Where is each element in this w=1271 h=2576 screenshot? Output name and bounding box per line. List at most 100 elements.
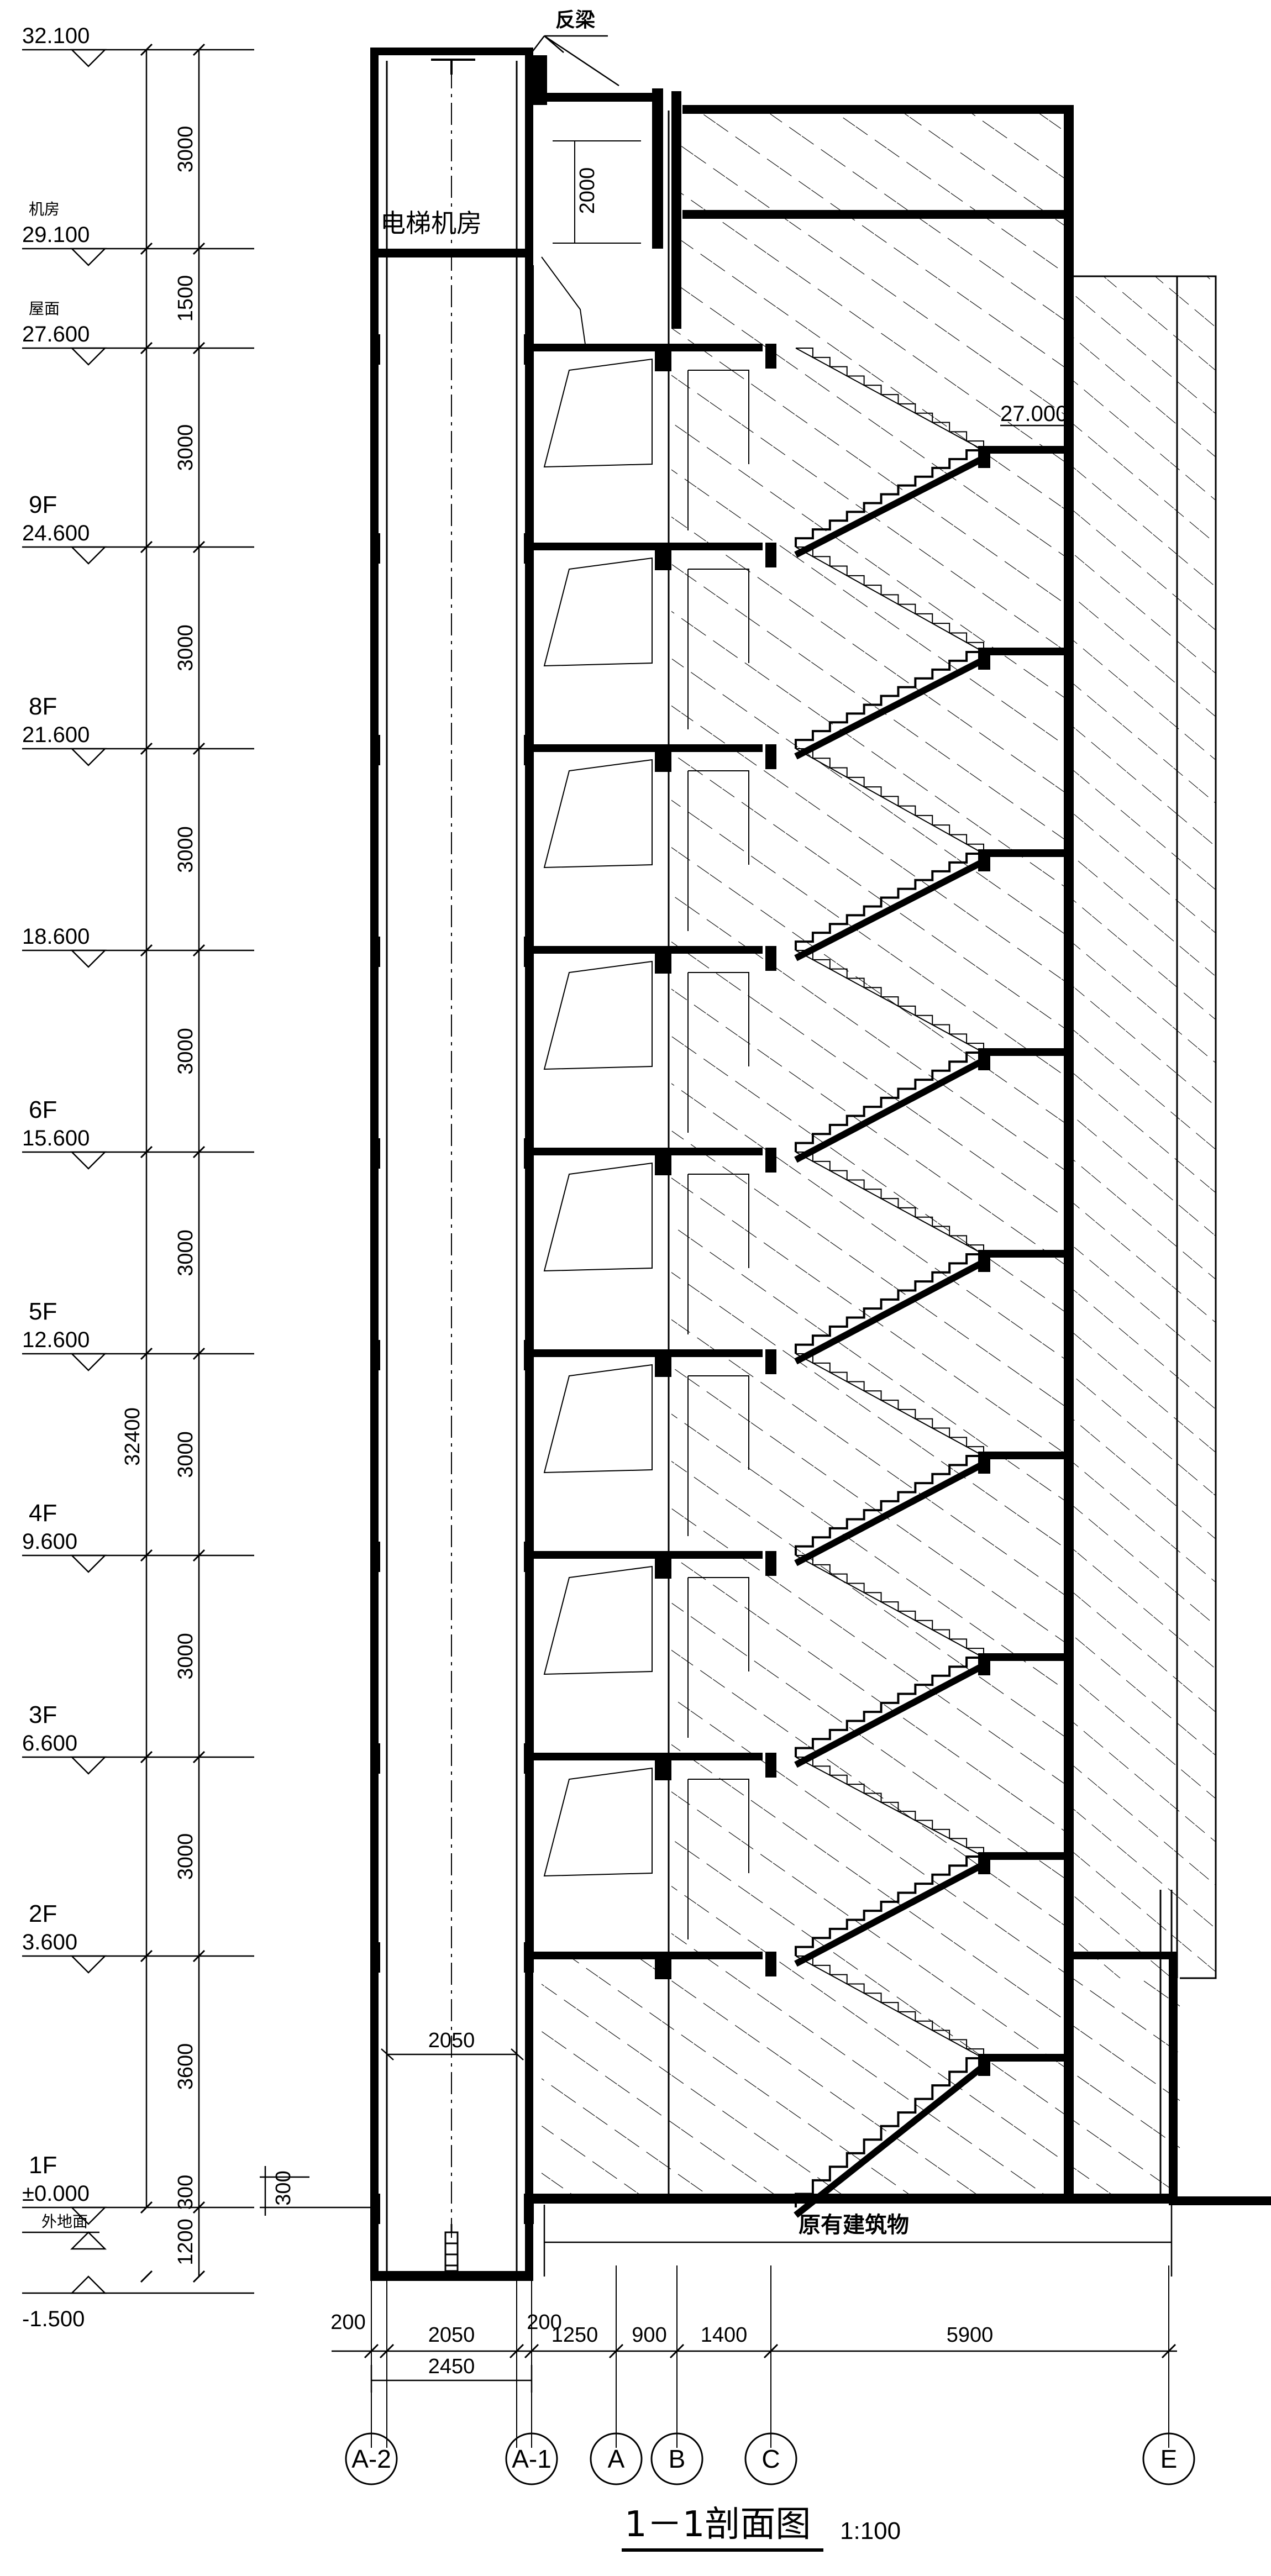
axis-label: C (761, 2444, 780, 2473)
horizontal-dim-text: 900 (632, 2323, 666, 2347)
stair-flight (794, 1152, 985, 1365)
floor-slab (525, 1952, 776, 1979)
level-mark: 32.100 (22, 24, 254, 67)
level-name: 9F (29, 491, 57, 518)
vertical-dim-text: 3000 (174, 1028, 197, 1075)
horizontal-dim-text: 1400 (701, 2323, 748, 2347)
corridor-sketch (541, 256, 749, 1939)
horizontal-dim-text: 5900 (947, 2323, 994, 2347)
floor-slab (525, 344, 776, 371)
level-name: 4F (29, 1500, 57, 1527)
stair-flight (794, 1955, 986, 2218)
corridor-outline (543, 557, 749, 729)
corridor-outline (543, 759, 749, 931)
elevator-shaft (370, 48, 533, 2281)
level-name: 6F (29, 1096, 57, 1123)
level-value: 27.600 (22, 322, 90, 346)
floor-slab (525, 946, 776, 974)
stair-flight (794, 348, 985, 558)
vertical-dim-text: 3000 (174, 126, 197, 173)
level-mark: 15.600 6F (22, 1096, 254, 1170)
stair-flights (794, 348, 986, 2218)
floor-slab (525, 1551, 776, 1579)
axis-bubble: A-2 (345, 2393, 398, 2485)
level-value: 21.600 (22, 723, 90, 747)
floor-slab (525, 1148, 776, 1175)
corridor-outline (543, 1364, 749, 1536)
vertical-dim-text: 3000 (174, 624, 197, 671)
level-value: 6.600 (22, 1731, 77, 1755)
axis-label: A (608, 2444, 625, 2473)
stair-landing-level: 27.000 (1000, 402, 1068, 426)
corridor-outline (543, 1767, 749, 1939)
shaft-inner-width-dim-line (381, 2048, 524, 2060)
corridor-outline (543, 358, 749, 530)
stair-flight (794, 748, 985, 961)
existing-building-dim (543, 2205, 1173, 2277)
level-name: 5F (29, 1298, 57, 1325)
level-name: 8F (29, 693, 57, 720)
ground-line (533, 2194, 1271, 2205)
axis-label: A-2 (351, 2444, 391, 2473)
vertical-dim-text: 3000 (174, 1431, 197, 1478)
level-value: 9.600 (22, 1529, 77, 1554)
axis-bubble: A (590, 2393, 643, 2485)
horizontal-dim-text: 1250 (552, 2323, 598, 2347)
level-mark: 12.600 5F (22, 1298, 254, 1371)
level-name: 3F (29, 1701, 57, 1728)
machine-room-height-dim: 2000 (576, 167, 599, 214)
axis-label: E (1160, 2444, 1178, 2473)
corridor-outline (543, 1565, 749, 1738)
total-height-dim: 32400 (121, 1407, 144, 1466)
floor-slab (525, 1349, 776, 1377)
stair-flight (794, 1555, 985, 1768)
vertical-dim-text: 3000 (174, 1633, 197, 1680)
machine-room-label: 电梯机房 (380, 208, 482, 238)
level-value: 29.100 (22, 223, 90, 247)
level-mark: 外地面-1.500 (22, 2212, 254, 2331)
level-mark: 29.100 机房 (22, 200, 254, 266)
vertical-dim-text: 3000 (174, 424, 197, 471)
vertical-dimension-lines (145, 50, 200, 2277)
axis-label: B (669, 2444, 686, 2473)
corridor-outline (543, 960, 749, 1133)
vertical-dim-text: 3600 (174, 2043, 197, 2090)
level-value: ±0.000 (22, 2181, 90, 2206)
level-mark: 6.600 3F (22, 1701, 254, 1775)
vertical-dim-text: 3000 (174, 1229, 197, 1276)
level-mark: 21.600 8F (22, 693, 254, 766)
level-mark: 18.600 (22, 924, 254, 968)
level-name: 机房 (29, 200, 60, 218)
axis-bubble: B (650, 2393, 703, 2485)
axis-bubble: E (1142, 2393, 1195, 2485)
level-name: 1F (29, 2152, 57, 2179)
horizontal-dim-text: 200 (527, 2311, 561, 2334)
level-mark: 24.600 9F (22, 491, 254, 565)
drawing-title: 1－1剖面图 (624, 2504, 811, 2545)
shaft-inner-width-dim: 2050 (428, 2029, 475, 2052)
vertical-dim-text: 3000 (174, 826, 197, 873)
vertical-dimension-ticks (140, 43, 206, 2283)
vertical-dim-text: 1500 (174, 275, 197, 322)
stair-flight (794, 1353, 985, 1566)
level-value: 15.600 (22, 1126, 90, 1150)
vertical-dim-text: 300 (174, 2175, 197, 2210)
level-value: 18.600 (22, 924, 90, 949)
stair-flight (794, 546, 985, 760)
level-value: 3.600 (22, 1930, 77, 1954)
shaft-total-width-dim-line (370, 2365, 533, 2393)
floor-slab (525, 1753, 776, 1780)
horizontal-dim-text: 2050 (428, 2323, 475, 2347)
drawing-scale: 1:100 (840, 2517, 901, 2545)
level-value: 12.600 (22, 1328, 90, 1352)
level-value: 24.600 (22, 521, 90, 545)
axis-bubble: C (744, 2393, 797, 2485)
